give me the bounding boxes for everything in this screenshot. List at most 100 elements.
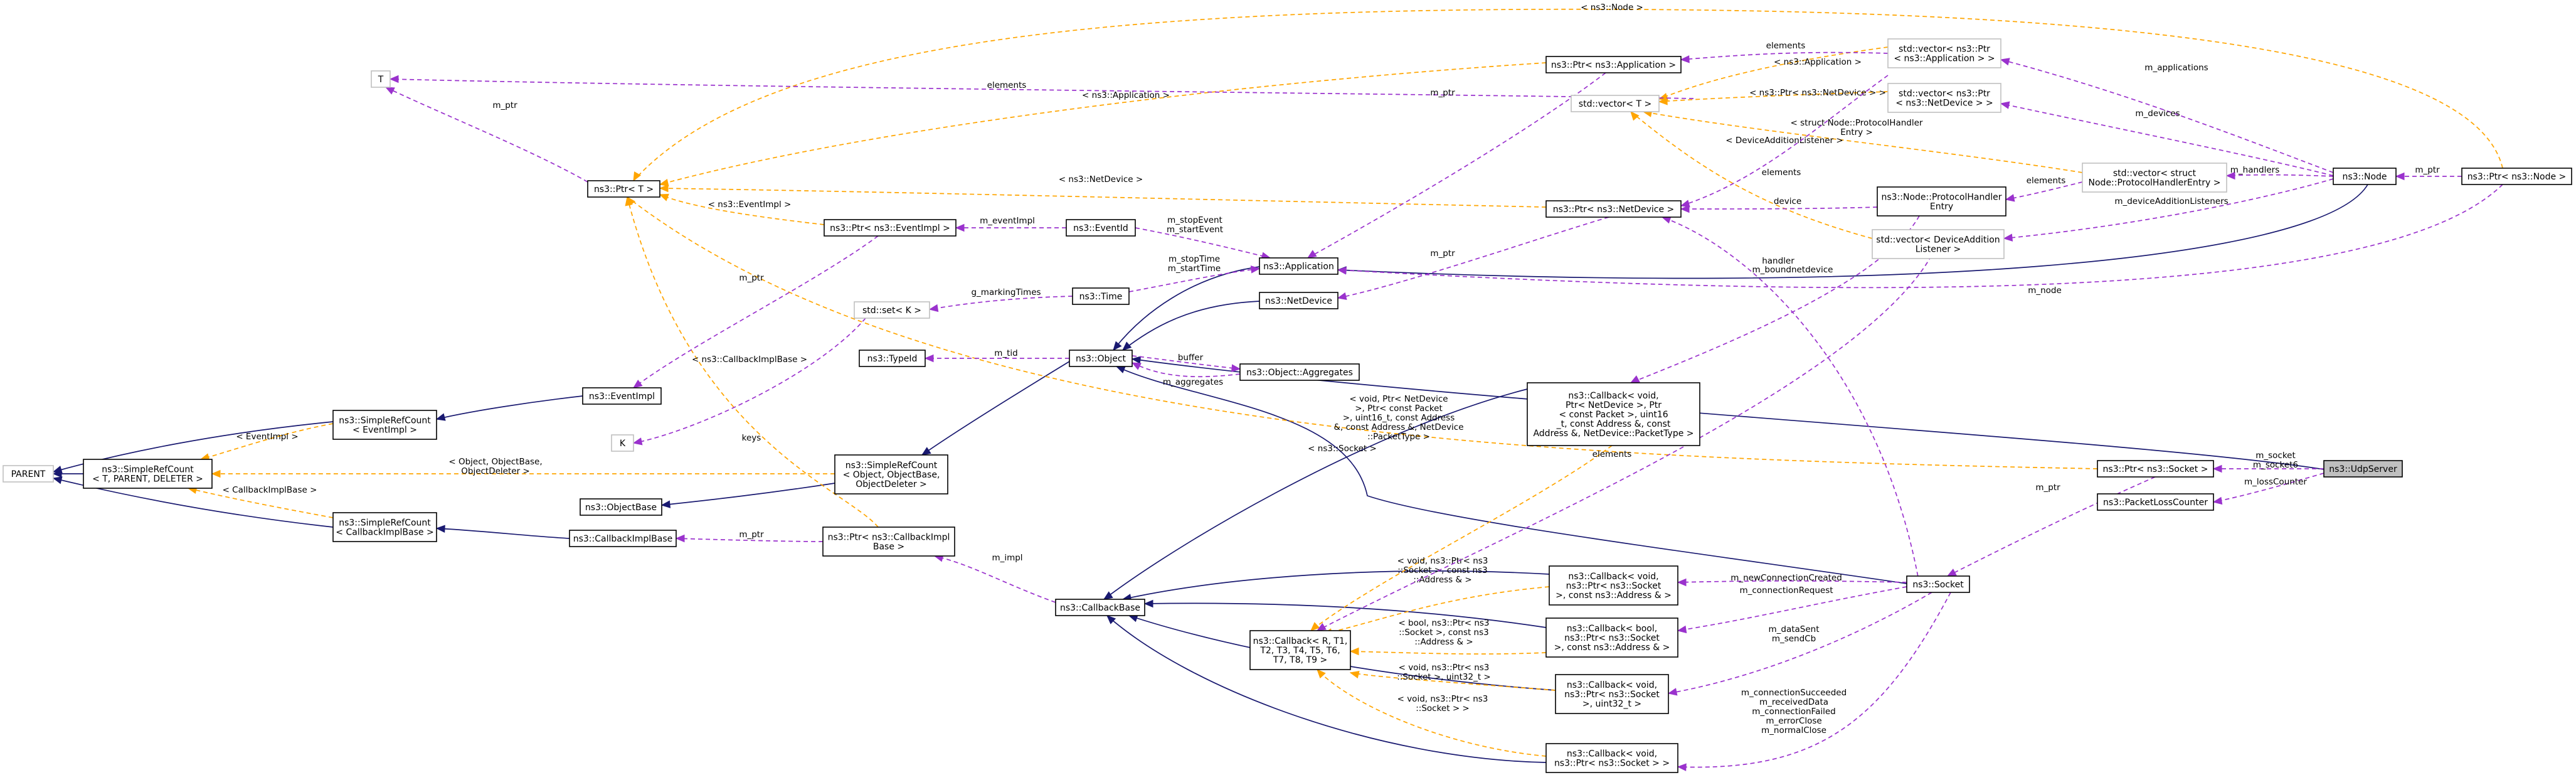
edge-label: m_applications (2144, 63, 2208, 73)
node-label: ns3::NetDevice (1265, 296, 1332, 306)
node-label: ns3::Callback< void, (1567, 680, 1657, 690)
node-vec_t[interactable]: std::vector< T > (1571, 95, 1660, 112)
edge-template: < EventImpl > (199, 423, 334, 461)
node-label: ns3::Node::ProtocolHandler (1881, 193, 2001, 203)
node-typeid[interactable]: ns3::TypeId (859, 350, 926, 367)
node-vec_handler[interactable]: std::vector< structNode::ProtocolHandler… (2082, 163, 2227, 193)
node-cb_void_sock_u32[interactable]: ns3::Callback< void,ns3::Ptr< ns3::Socke… (1555, 674, 1669, 714)
node-aggregates[interactable]: ns3::Object::Aggregates (1239, 363, 1360, 381)
edge-label: m_aggregates (1163, 377, 1223, 387)
node-ptr_cbimpl[interactable]: ns3::Ptr< ns3::CallbackImplBase > (822, 526, 955, 557)
node-callback_generic[interactable]: ns3::Callback< R, T1,T2, T3, T4, T5, T6,… (1249, 630, 1351, 670)
node-cb_void_sock_addr[interactable]: ns3::Callback< void,ns3::Ptr< ns3::Socke… (1549, 565, 1678, 606)
node-ptr_node[interactable]: ns3::Ptr< ns3::Node > (2461, 168, 2572, 185)
node-ptr_t[interactable]: ns3::Ptr< T > (587, 180, 660, 198)
node-eventid[interactable]: ns3::EventId (1066, 219, 1136, 237)
edge-member: m_ptr (1946, 476, 2156, 577)
edge-label: m_node (2028, 286, 2062, 296)
edge-label: < CallbackImplBase > (223, 485, 317, 495)
template-arrowhead (659, 178, 669, 187)
edge-label: < struct Node::ProtocolHandler (1791, 118, 1923, 128)
member-arrowhead (1680, 55, 1690, 63)
member-arrowhead (955, 223, 965, 232)
node-eventimpl[interactable]: ns3::EventImpl (582, 387, 662, 405)
node-label: ns3::Callback< R, T1, (1253, 636, 1348, 646)
inherit-arrowhead (435, 413, 446, 421)
node-cb_void_sock[interactable]: ns3::Callback< void,ns3::Ptr< ns3::Socke… (1545, 743, 1678, 773)
node-srefcount_eventimpl[interactable]: ns3::SimpleRefCount< EventImpl > (332, 410, 437, 440)
node-objectbase[interactable]: ns3::ObjectBase (580, 498, 662, 516)
edge-label: Entry > (1840, 127, 1873, 137)
node-t[interactable]: T (371, 70, 391, 88)
member-arrowhead (632, 379, 643, 388)
node-handler_entry[interactable]: ns3::Node::ProtocolHandlerEntry (1877, 186, 2006, 216)
edge-label: ::Socket >, const ns3 (1397, 565, 1488, 575)
edge-member: device (1680, 196, 1878, 213)
node-udpserver[interactable]: ns3::UdpServer (2323, 460, 2403, 478)
node-packetlosscounter[interactable]: ns3::PacketLossCounter (2097, 493, 2214, 511)
node-ptr_eventimpl[interactable]: ns3::Ptr< ns3::EventImpl > (824, 219, 957, 237)
edge-template: < void, Ptr< NetDevice>, Ptr< const Pack… (1310, 394, 1613, 631)
node-cb_bool_sock_addr[interactable]: ns3::Callback< bool,ns3::Ptr< ns3::Socke… (1545, 617, 1678, 658)
node-k[interactable]: K (611, 434, 634, 452)
node-label: ns3::Callback< void, (1567, 749, 1657, 759)
node-callbackbase[interactable]: ns3::CallbackBase (1055, 599, 1145, 616)
node-label: ns3::Ptr< ns3::CallbackImpl (828, 533, 950, 543)
node-ptr_application[interactable]: ns3::Ptr< ns3::Application > (1545, 56, 1682, 73)
edge-label: m_impl (992, 553, 1022, 563)
node-srefcount_cbimpl[interactable]: ns3::SimpleRefCount< CallbackImplBase > (332, 512, 437, 542)
edge-label: < ns3::Application > (1082, 90, 1170, 100)
member-arrowhead (2395, 172, 2405, 181)
edge-label: elements (1762, 168, 1801, 178)
edge-member: m_eventImpl (955, 216, 1067, 232)
edge-member: m_newConnectionCreated (1677, 573, 1907, 587)
node-srefcount_object[interactable]: ns3::SimpleRefCount< Object, ObjectBase,… (834, 454, 948, 494)
node-label: PARENT (11, 469, 46, 479)
node-vec_app[interactable]: std::vector< ns3::Ptr< ns3::Application … (1887, 38, 2001, 68)
edge-label: m_ptr (492, 100, 517, 110)
node-label: < Object, ObjectBase, (843, 470, 940, 480)
node-callbackimplbase[interactable]: ns3::CallbackImplBase (569, 530, 677, 547)
edge-template: < ns3::Application > (659, 62, 1547, 187)
node-label: ns3::PacketLossCounter (2103, 498, 2208, 508)
node-label: ns3::SimpleRefCount (339, 518, 431, 528)
member-arrowhead (2225, 171, 2235, 180)
edge-label: m_ptr (739, 273, 764, 283)
edge-member: m_devices (2000, 101, 2334, 176)
member-arrowhead (1680, 205, 1690, 213)
node-label: Node::ProtocolHandlerEntry > (2089, 178, 2221, 188)
template-arrowhead (211, 469, 221, 478)
member-arrowhead (675, 534, 685, 543)
member-arrowhead (1677, 763, 1687, 771)
node-label: ns3::Ptr< ns3::Socket (1564, 633, 1660, 643)
edge-label: < Object, ObjectBase, (448, 457, 542, 467)
edge-inherit (1113, 266, 1260, 351)
edge-label: m_startTime (1168, 264, 1221, 274)
node-application[interactable]: ns3::Application (1259, 257, 1338, 275)
edge-label: ::Socket > > (1416, 703, 1470, 714)
node-callback_protocol[interactable]: ns3::Callback< void,Ptr< NetDevice >, Pt… (1527, 382, 1700, 446)
node-ptr_socket[interactable]: ns3::Ptr< ns3::Socket > (2097, 460, 2214, 478)
node-node[interactable]: ns3::Node (2333, 168, 2397, 185)
node-set_k[interactable]: std::set< K > (854, 301, 930, 319)
node-time[interactable]: ns3::Time (1072, 287, 1130, 305)
node-srefcount_tpd[interactable]: ns3::SimpleRefCount< T, PARENT, DELETER … (83, 459, 213, 489)
edge-label: < ns3::Node > (1581, 3, 1643, 13)
node-parent[interactable]: PARENT (3, 465, 54, 483)
node-socket[interactable]: ns3::Socket (1906, 575, 1970, 593)
edge-inherit (1103, 388, 1528, 600)
edge-label: m_stopTime (1169, 254, 1220, 264)
member-arrowhead (1680, 200, 1690, 208)
node-label: ns3::Ptr< ns3::Application > (1551, 60, 1676, 70)
node-netdevice[interactable]: ns3::NetDevice (1259, 292, 1338, 309)
node-vec_netdev[interactable]: std::vector< ns3::Ptr< ns3::NetDevice > … (1887, 83, 2001, 113)
node-label: < T, PARENT, DELETER > (92, 474, 203, 484)
edge-label: < void, Ptr< NetDevice (1349, 394, 1448, 404)
edge-label: m_receivedData (1759, 697, 1828, 707)
edge-inherit (660, 483, 835, 508)
node-object[interactable]: ns3::Object (1069, 350, 1133, 367)
node-ptr_netdevice[interactable]: ns3::Ptr< ns3::NetDevice > (1545, 200, 1682, 218)
edge-member: m_aggregates (1131, 362, 1241, 387)
node-vec_listener[interactable]: std::vector< DeviceAdditionListener > (1872, 229, 2005, 259)
